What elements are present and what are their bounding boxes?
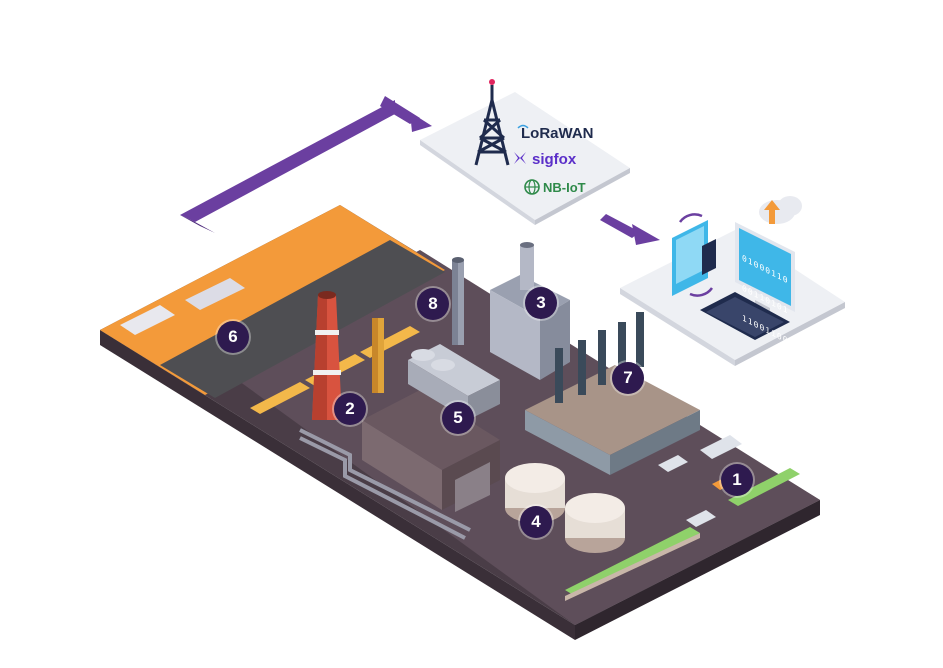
construction-yard	[100, 205, 445, 414]
main-hall-building	[362, 390, 500, 512]
distillation-column-8	[452, 257, 464, 345]
sigfox-logo-icon	[514, 152, 526, 164]
badge-1[interactable]: 1	[721, 464, 753, 496]
arrow-tower-to-cloud	[600, 214, 660, 245]
monitor-icon	[735, 222, 795, 318]
keyboard-icon	[700, 292, 790, 340]
radio-tower-icon	[474, 85, 510, 166]
network-platform	[420, 92, 630, 225]
tablet-phone-icon	[672, 213, 716, 297]
badge-4[interactable]: 4	[520, 506, 552, 538]
sigfox-label: sigfox	[532, 151, 577, 168]
badge-7[interactable]: 7	[612, 362, 644, 394]
badge-8[interactable]: 8	[417, 288, 449, 320]
badge-6[interactable]: 6	[217, 321, 249, 353]
badge-2[interactable]: 2	[334, 393, 366, 425]
pipelines	[299, 428, 471, 540]
warehouse-7	[525, 312, 700, 475]
binary-line: 01000110	[742, 253, 789, 286]
cloud-upload-icon	[759, 196, 802, 224]
badge-5[interactable]: 5	[442, 402, 474, 434]
nbiot-globe-icon	[524, 179, 540, 195]
lorawan-label: LoRaWAN	[521, 125, 594, 142]
silo-tower	[372, 318, 384, 393]
tower-beacon-icon	[489, 79, 495, 85]
badge-3[interactable]: 3	[525, 287, 557, 319]
binary-line: 00110101	[742, 283, 789, 316]
nbiot-label: NB-IoT	[543, 180, 586, 195]
grass-strips	[565, 468, 800, 601]
lorawan-logo-icon	[517, 124, 529, 129]
arrow-yard-to-tower	[180, 96, 432, 233]
red-chimney	[312, 291, 342, 420]
